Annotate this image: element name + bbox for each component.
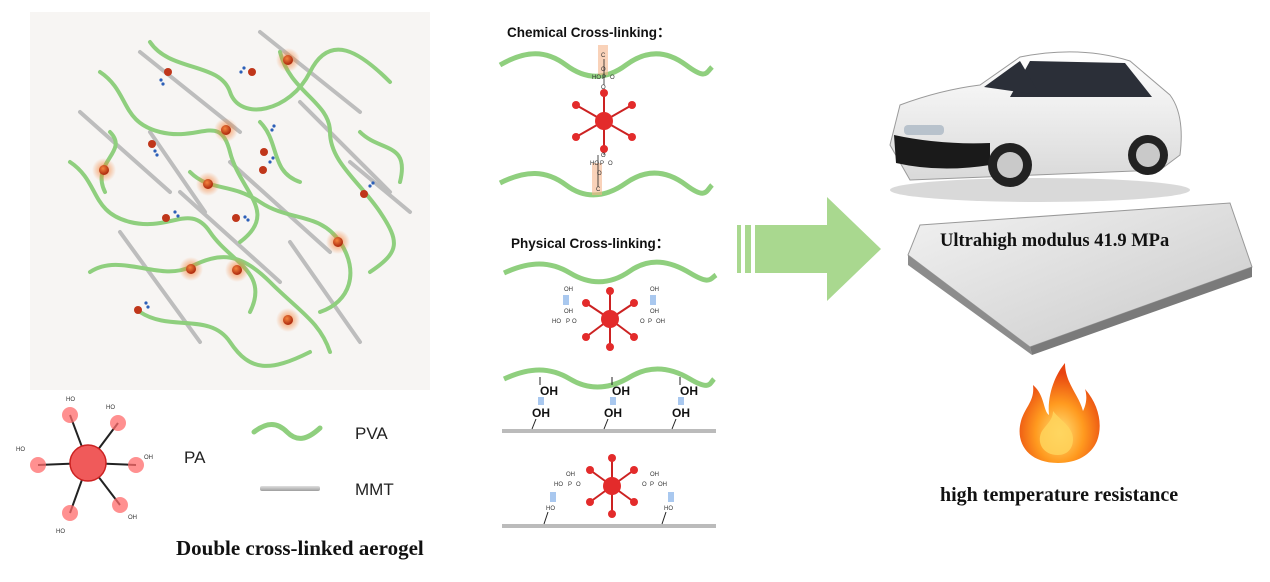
svg-text:OH: OH bbox=[540, 384, 558, 398]
svg-text:OH: OH bbox=[144, 455, 153, 461]
physical-crosslinking-diagram-3: OH HO P O OH O P OH HO HO bbox=[502, 454, 716, 528]
svg-text:HO: HO bbox=[590, 161, 599, 167]
flame-icon bbox=[1019, 363, 1100, 463]
svg-text:OH: OH bbox=[604, 406, 622, 420]
svg-text:OH: OH bbox=[672, 406, 690, 420]
svg-text:O: O bbox=[601, 153, 606, 159]
physical-crosslinking-diagram-2: OH OH OH OH OH OH bbox=[502, 366, 716, 433]
svg-text:HO: HO bbox=[664, 506, 673, 512]
svg-text:HO: HO bbox=[552, 319, 561, 325]
svg-text:HO: HO bbox=[66, 397, 75, 403]
svg-text:OH: OH bbox=[612, 384, 630, 398]
svg-text:C: C bbox=[596, 187, 601, 193]
car-image bbox=[889, 51, 1190, 202]
resistance-caption: high temperature resistance bbox=[940, 484, 1179, 506]
svg-text:P: P bbox=[600, 161, 604, 167]
physical-crosslinking-diagram-1: OH OH HO P O OH OH O P OH bbox=[502, 259, 718, 351]
svg-text:O: O bbox=[642, 482, 647, 488]
svg-text:OH: OH bbox=[650, 472, 659, 478]
pa-molecule: HO HO OH OH HO HO bbox=[16, 397, 153, 535]
svg-text:OH: OH bbox=[128, 515, 137, 521]
arrow-right bbox=[737, 197, 881, 301]
chemical-crosslinking-title: Chemical Cross-linking： bbox=[507, 25, 671, 40]
svg-text:O: O bbox=[576, 482, 581, 488]
svg-text:O: O bbox=[601, 67, 606, 73]
svg-text:OH: OH bbox=[658, 482, 667, 488]
svg-text:HO: HO bbox=[56, 529, 65, 535]
svg-text:C: C bbox=[601, 53, 606, 59]
network-panel bbox=[30, 12, 430, 390]
pva-chains bbox=[68, 40, 404, 368]
svg-text:P: P bbox=[602, 75, 606, 81]
svg-text:O: O bbox=[597, 171, 602, 177]
svg-text:HO: HO bbox=[592, 75, 601, 81]
network-diagram bbox=[68, 30, 412, 368]
svg-text:O: O bbox=[572, 319, 577, 325]
svg-text:P: P bbox=[568, 482, 572, 488]
svg-text:P: P bbox=[648, 319, 652, 325]
svg-text:O: O bbox=[640, 319, 645, 325]
aerogel-caption: Double cross-linked aerogel bbox=[176, 536, 424, 560]
svg-text:P: P bbox=[566, 319, 570, 325]
svg-text:HO: HO bbox=[546, 506, 555, 512]
svg-text:OH: OH bbox=[532, 406, 550, 420]
svg-text:HO: HO bbox=[554, 482, 563, 488]
svg-text:O: O bbox=[608, 161, 613, 167]
legend-mmt-label: MMT bbox=[355, 480, 394, 499]
svg-text:O: O bbox=[610, 75, 615, 81]
svg-text:OH: OH bbox=[564, 309, 573, 315]
legend-pva-label: PVA bbox=[355, 424, 388, 443]
svg-text:OH: OH bbox=[650, 309, 659, 315]
svg-text:OH: OH bbox=[650, 287, 659, 293]
aerogel-slab bbox=[907, 202, 1253, 355]
mmt-rods bbox=[78, 30, 412, 344]
chemical-crosslinking-diagram: C O HO P O O O HO P O O C bbox=[498, 45, 714, 198]
svg-text:O: O bbox=[601, 85, 606, 91]
pa-nodes bbox=[92, 48, 368, 332]
svg-text:OH: OH bbox=[680, 384, 698, 398]
hbond-dots bbox=[144, 66, 375, 309]
physical-crosslinking-title: Physical Cross-linking： bbox=[511, 236, 670, 251]
svg-text:HO: HO bbox=[16, 447, 25, 453]
legend-pa-label: PA bbox=[184, 448, 206, 467]
modulus-caption: Ultrahigh modulus 41.9 MPa bbox=[940, 231, 1170, 251]
svg-text:OH: OH bbox=[566, 472, 575, 478]
legend-pva-swatch bbox=[251, 422, 323, 441]
svg-text:HO: HO bbox=[106, 405, 115, 411]
svg-text:P: P bbox=[650, 482, 654, 488]
svg-text:OH: OH bbox=[564, 287, 573, 293]
legend-mmt-swatch bbox=[260, 486, 320, 491]
svg-text:OH: OH bbox=[656, 319, 665, 325]
